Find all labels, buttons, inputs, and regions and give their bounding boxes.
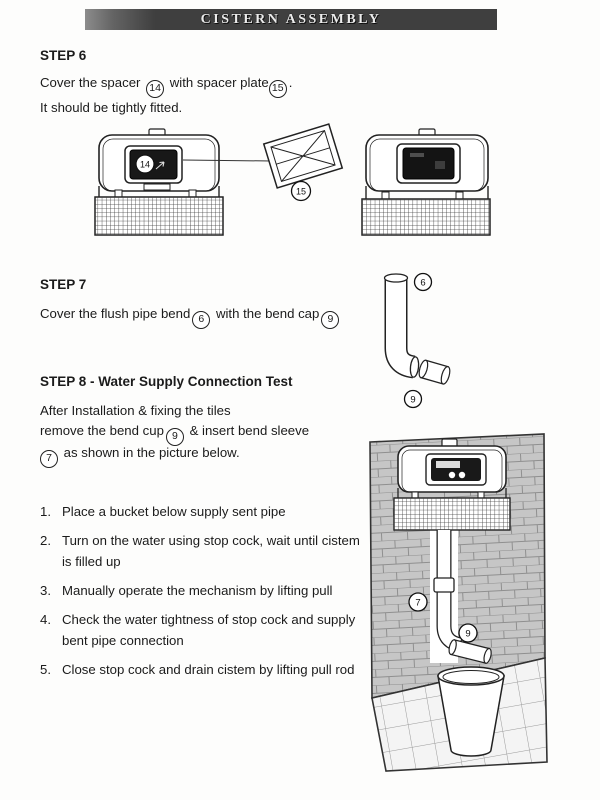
- cistern-right: [361, 128, 491, 236]
- arrow-icon: [155, 161, 165, 170]
- diagram-label-7: 7: [415, 598, 420, 609]
- bend-sleeve: [448, 639, 492, 664]
- diagram-label-15-circle: [290, 180, 312, 202]
- page-title: CISTERN ASSEMBLY: [200, 11, 382, 27]
- circled-9-step8: 9: [165, 427, 184, 446]
- diagram-label-9: 9: [410, 395, 415, 406]
- step7-heading: STEP 7: [40, 277, 87, 292]
- step8-checklist: 1. Place a bucket below supply sent pipe…: [40, 501, 362, 688]
- exploded-view-line: [182, 159, 272, 162]
- step8-para-line1: After Installation & fixing the tiles: [40, 403, 231, 418]
- diagram-label-9b: 9: [465, 629, 470, 640]
- step8-heading: STEP 8 - Water Supply Connection Test: [40, 374, 293, 389]
- diagram-label-15: 15: [296, 187, 306, 197]
- list-item-4: 4. Check the water tightness of stop coc…: [40, 612, 356, 648]
- spacer-plate: [262, 123, 344, 189]
- diagram-label-14-circle: [135, 154, 155, 174]
- circled-15: 15: [268, 79, 287, 98]
- circled-14: 14: [146, 79, 165, 98]
- scan-smudge: [85, 9, 155, 30]
- bucket: [437, 666, 505, 757]
- diagram-label-7-circle: [408, 592, 428, 612]
- wall-cistern: [393, 438, 511, 531]
- list-item-1: 1. Place a bucket below supply sent pipe: [40, 504, 286, 519]
- header-banner: CISTERN ASSEMBLY: [85, 9, 497, 30]
- circled-7: 7: [40, 449, 58, 468]
- list-item-2: 2. Turn on the water using stop cock, wa…: [40, 533, 360, 569]
- diagram-label-9-circle: [403, 389, 423, 409]
- bend-cap: [418, 359, 451, 385]
- diagram-label-9b-circle: [458, 623, 478, 643]
- circled-6: 6: [192, 310, 211, 329]
- step6-line2: It should be tightly fitted.: [40, 100, 183, 115]
- diagram-label-6-circle: [413, 272, 433, 292]
- step7-diagram: 6 9: [383, 272, 451, 409]
- cistern-left: 14: [94, 128, 224, 236]
- step8-diagram: 7 9: [369, 433, 548, 772]
- list-item-5: 5. Close stop cock and drain cistem by l…: [40, 662, 355, 677]
- diagram-label-14: 14: [140, 159, 150, 169]
- list-item-3: 3. Manually operate the mechanism by lif…: [40, 583, 333, 598]
- step8-para-line3: 7 as shown in the picture below.: [40, 442, 240, 468]
- step6-diagram: 14 15: [94, 123, 491, 236]
- circled-9: 9: [321, 310, 340, 329]
- step6-heading: STEP 6: [40, 48, 87, 63]
- diagram-label-6: 6: [420, 278, 425, 289]
- flush-pipe-bend: [383, 273, 420, 379]
